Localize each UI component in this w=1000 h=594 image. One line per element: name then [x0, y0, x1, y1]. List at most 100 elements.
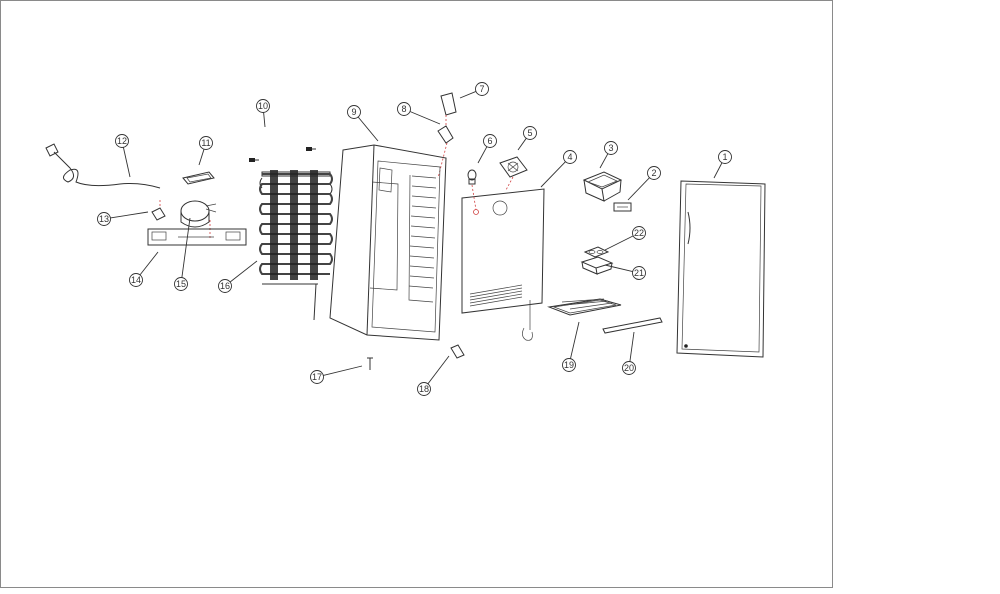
callout-circle: [523, 126, 537, 140]
callout-circle: [483, 134, 497, 148]
callout-circle: [562, 358, 576, 372]
callout-number: 21: [634, 268, 644, 278]
callout-circle: [632, 266, 646, 280]
callout-circle: [347, 105, 361, 119]
callout-leader: [427, 355, 450, 385]
callout-leader: [263, 112, 266, 128]
callout-number: 12: [117, 136, 127, 146]
callout-leader: [122, 147, 131, 178]
callout-leader: [357, 116, 379, 142]
callout-2: 2: [627, 166, 661, 201]
callout-leader: [629, 331, 635, 362]
callout-circle: [417, 382, 431, 396]
callout-number: 9: [351, 107, 356, 117]
callout-number: 7: [479, 84, 484, 94]
callout-leader: [323, 365, 363, 376]
callout-leader: [540, 161, 566, 188]
callout-9: 9: [347, 105, 379, 142]
part-hinge: [450, 344, 465, 359]
callout-12: 12: [115, 134, 131, 178]
callout-circle: [256, 99, 270, 113]
callout-19: 19: [562, 321, 580, 372]
callout-circle: [199, 136, 213, 150]
callout-8: 8: [397, 102, 441, 125]
callout-leader: [139, 251, 159, 276]
callout-11: 11: [198, 136, 213, 166]
callout-circle: [174, 277, 188, 291]
callout-circle: [97, 212, 111, 226]
callout-circle: [718, 150, 732, 164]
callout-7: 7: [459, 82, 489, 99]
callout-leader: [599, 153, 609, 169]
callout-number: 11: [201, 138, 210, 148]
callout-number: 2: [651, 168, 656, 178]
part-thermostat: [613, 202, 632, 212]
callout-number: 3: [608, 143, 613, 153]
part-cabinet: [329, 144, 447, 341]
callout-21: 21: [604, 264, 646, 280]
callout-circle: [115, 134, 129, 148]
callout-6: 6: [477, 134, 497, 164]
callout-leader: [110, 211, 149, 219]
callout-leader: [181, 217, 191, 278]
callout-number: 18: [419, 384, 429, 394]
callout-14: 14: [129, 251, 159, 287]
callout-17: 17: [310, 365, 363, 384]
callout-circle: [310, 370, 324, 384]
part-base-plate: [147, 228, 247, 246]
drawing-frame: [0, 0, 833, 588]
callout-circle: [475, 82, 489, 96]
callout-circle: [129, 273, 143, 287]
callout-4: 4: [540, 150, 577, 188]
callout-leader: [409, 111, 441, 125]
callout-leader: [198, 149, 205, 166]
part-freezer-box: [582, 171, 623, 202]
callout-3: 3: [599, 141, 618, 169]
callout-leader: [604, 235, 634, 251]
callout-1: 1: [713, 150, 732, 179]
callout-number: 19: [564, 360, 574, 370]
callout-number: 8: [401, 104, 406, 114]
callout-circle: [397, 102, 411, 116]
part-rear-panel: [461, 188, 545, 341]
callout-leader: [477, 146, 488, 164]
callout-leader: [604, 264, 633, 272]
callout-number: 14: [131, 275, 141, 285]
part-switch: [437, 115, 454, 179]
callout-number: 16: [220, 281, 230, 291]
part-relay-cover: [182, 171, 215, 185]
part-shelf: [547, 298, 622, 316]
callout-circle: [604, 141, 618, 155]
callout-10: 10: [256, 99, 270, 128]
callout-circle: [218, 279, 232, 293]
part-overload-protector: [151, 200, 166, 221]
callout-leader: [517, 138, 527, 151]
part-door-strip: [602, 317, 663, 334]
callout-number: 10: [258, 101, 268, 111]
callout-circle: [647, 166, 661, 180]
callout-number: 15: [176, 279, 186, 289]
callout-circle: [563, 150, 577, 164]
callout-number: 6: [487, 136, 492, 146]
callout-number: 22: [634, 228, 644, 238]
callout-18: 18: [417, 355, 450, 396]
part-lamp-cover: [440, 92, 457, 116]
part-fan: [499, 156, 528, 191]
callout-16: 16: [218, 260, 258, 293]
callout-15: 15: [174, 217, 191, 291]
callout-circle: [622, 361, 636, 375]
callout-leader: [570, 321, 580, 359]
callout-leader: [459, 91, 477, 99]
part-lamp: [467, 169, 477, 211]
part-screws: [249, 147, 316, 162]
callout-leader: [627, 177, 650, 201]
callout-circle: [632, 226, 646, 240]
part-door: [676, 180, 766, 358]
part-ice-tray: [583, 246, 610, 258]
callout-13: 13: [97, 211, 149, 226]
callout-number: 13: [99, 214, 109, 224]
part-power-cord: [45, 143, 161, 189]
